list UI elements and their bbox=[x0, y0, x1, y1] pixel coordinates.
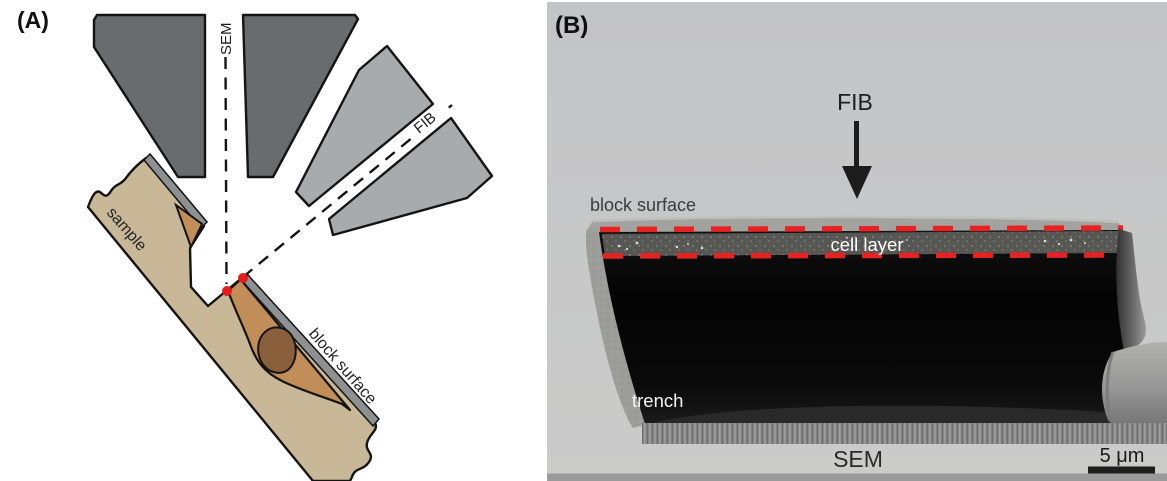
sem-pole-piece-right bbox=[241, 13, 360, 179]
trench-interior bbox=[599, 230, 1127, 425]
fib-piece-lower bbox=[327, 116, 494, 237]
probe-cylinder bbox=[1101, 342, 1167, 434]
probe-cylinder-edge bbox=[1105, 351, 1115, 416]
scale-bar-rule bbox=[1088, 466, 1155, 474]
trench-floor bbox=[645, 405, 1112, 425]
panel-b-micrograph: (B) FIB block surface cell layer trench … bbox=[547, 2, 1167, 481]
beam-spot-fib bbox=[238, 273, 248, 283]
scale-bar: 5 μm bbox=[1088, 445, 1155, 474]
block-surface-label-b: block surface bbox=[590, 195, 696, 215]
sem-direction-label: SEM bbox=[833, 446, 883, 472]
fib-arrow-icon bbox=[842, 121, 872, 199]
cell-layer-dashed-line-bottom bbox=[602, 252, 1122, 259]
sample-block bbox=[86, 156, 378, 481]
cell-cross-section bbox=[173, 202, 204, 250]
speckles bbox=[617, 237, 1086, 251]
trench-label: trench bbox=[632, 390, 683, 411]
fib-direction-label: FIB bbox=[837, 89, 873, 115]
trench-right-wall bbox=[1116, 229, 1146, 351]
panel-b-label: (B) bbox=[555, 12, 588, 39]
panel-a-label: (A) bbox=[17, 7, 49, 33]
fib-label-backdrop bbox=[407, 102, 448, 140]
sem-beam-label: SEM bbox=[218, 22, 235, 55]
sem-beam-line bbox=[224, 56, 228, 285]
cell-layer-label: cell layer bbox=[831, 234, 904, 255]
beam-spot-sem bbox=[222, 286, 232, 296]
milled-bottom-edge bbox=[642, 423, 1167, 444]
cell-layer-grain bbox=[602, 231, 1120, 256]
cell-nucleus bbox=[257, 326, 297, 374]
sem-pole-pieces bbox=[92, 13, 360, 179]
fib-piece-upper bbox=[294, 44, 435, 208]
block-rim-highlight bbox=[592, 215, 1118, 224]
sem-pole-piece-left bbox=[92, 13, 207, 179]
cell-layer-dashed-line-top bbox=[599, 225, 1124, 233]
fib-column-pieces bbox=[294, 44, 494, 237]
image-bottom-strip bbox=[547, 473, 1167, 481]
panel-a-schematic: (A) SEM FIB sample block surface bbox=[17, 7, 494, 481]
scale-bar-label: 5 μm bbox=[1100, 445, 1145, 467]
